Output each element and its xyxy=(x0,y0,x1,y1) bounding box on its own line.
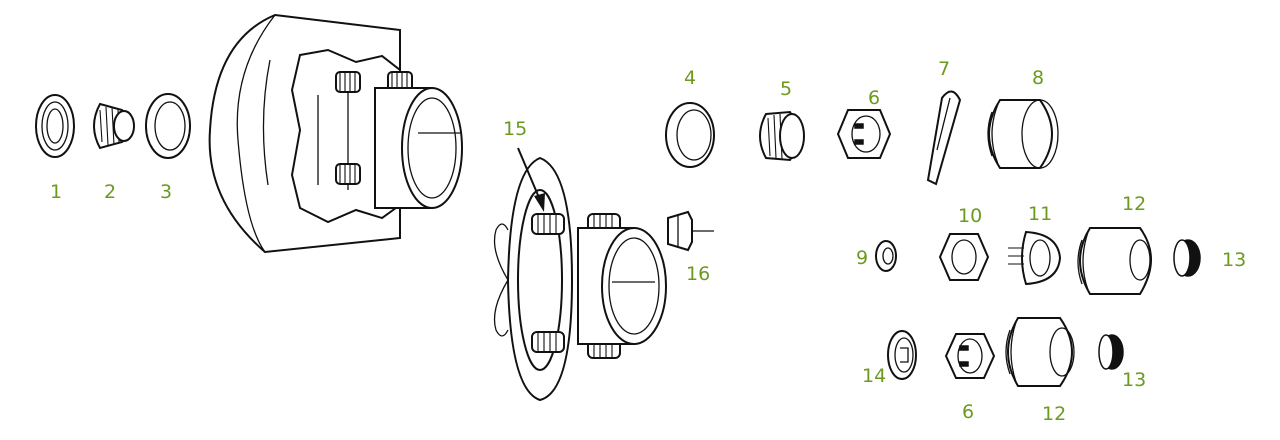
washer-icon xyxy=(875,240,897,272)
callout-2: 2 xyxy=(104,181,116,203)
bearing-cup-icon xyxy=(665,102,715,168)
spindle-washer-icon xyxy=(887,330,917,380)
wheel-hub-icon xyxy=(493,156,667,402)
rubber-plug-icon xyxy=(1098,334,1124,370)
bearing-race-icon xyxy=(145,93,191,159)
dust-cap-icon xyxy=(987,99,1059,169)
callout-15: 15 xyxy=(503,118,527,140)
callout-8: 8 xyxy=(1032,67,1044,89)
wheel-stud-icon xyxy=(531,213,565,235)
castle-nut-icon xyxy=(944,333,996,379)
callout-1: 1 xyxy=(50,181,62,203)
callout-9: 9 xyxy=(856,247,868,269)
tapered-bearing-icon xyxy=(93,102,135,150)
tapered-bearing-icon xyxy=(759,110,805,162)
brake-drum-hub-icon xyxy=(208,13,463,254)
callout-11: 11 xyxy=(1028,203,1052,225)
grease-cap-icon xyxy=(1077,227,1152,295)
callout-16: 16 xyxy=(686,263,710,285)
callout-labels: 1 2 3 4 5 6 7 8 15 16 9 10 11 12 13 14 6… xyxy=(50,58,1246,425)
callout-4: 4 xyxy=(684,67,696,89)
grease-cap-icon xyxy=(1005,317,1075,387)
callout-6: 6 xyxy=(868,87,880,109)
callout-6-lower: 6 xyxy=(962,401,974,423)
rubber-plug-icon xyxy=(1173,239,1201,277)
callout-5: 5 xyxy=(780,78,792,100)
callout-7: 7 xyxy=(938,58,950,80)
nut-retainer-icon xyxy=(1008,230,1062,286)
callout-13-lower: 13 xyxy=(1122,369,1146,391)
castle-nut-icon xyxy=(836,109,892,159)
cotter-pin-icon xyxy=(926,90,962,186)
arrow-icon xyxy=(517,147,545,212)
lug-nut-icon xyxy=(667,210,714,252)
callout-10: 10 xyxy=(958,205,982,227)
bearing-race-icon xyxy=(35,94,75,158)
callout-3: 3 xyxy=(160,181,172,203)
callout-12-lower: 12 xyxy=(1042,403,1066,425)
callout-12: 12 xyxy=(1122,193,1146,215)
callout-13: 13 xyxy=(1222,249,1246,271)
callout-14: 14 xyxy=(862,365,886,387)
hex-nut-icon xyxy=(938,233,990,281)
